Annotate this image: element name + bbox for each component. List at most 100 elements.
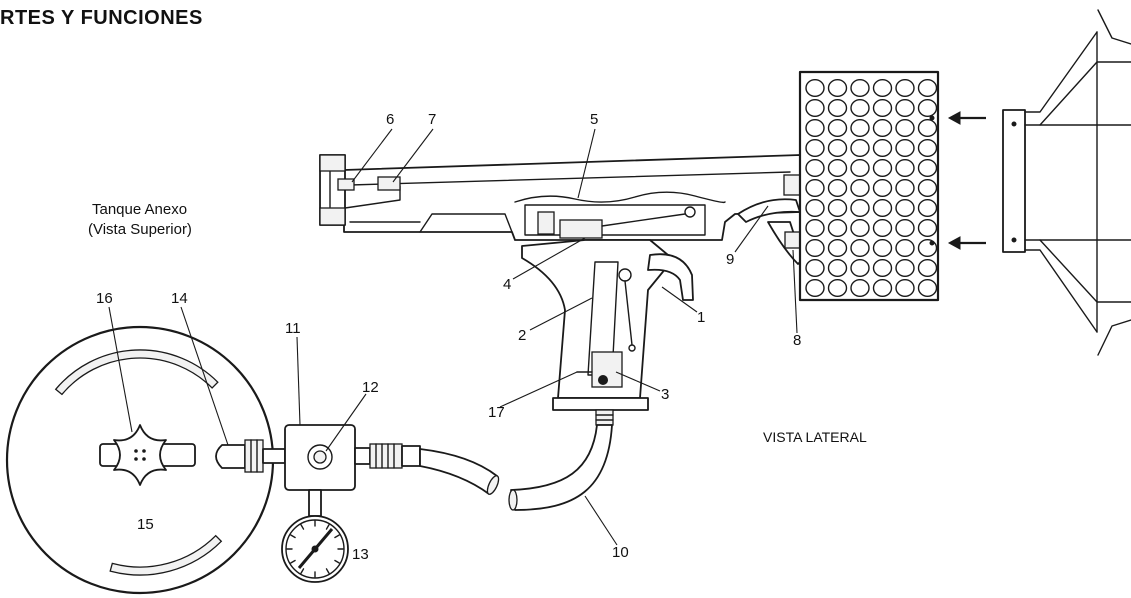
screen-hole — [805, 118, 825, 137]
screen-hole — [895, 118, 915, 137]
barrel-lower-profile — [419, 213, 513, 233]
tank-caption-view: (Vista Superior) — [88, 221, 192, 238]
callout-16: 16 — [96, 290, 113, 307]
handle-air-valve — [591, 351, 623, 388]
screen-hole — [850, 198, 870, 217]
screen-hole — [850, 279, 870, 298]
gauge-tick — [300, 524, 305, 530]
screen-hole — [805, 158, 825, 177]
screen-hole — [895, 158, 915, 177]
perforated-screen — [798, 70, 940, 302]
receiver-screw — [684, 206, 696, 218]
screen-hole — [872, 78, 893, 97]
leader-10 — [584, 495, 618, 546]
screen-hole — [917, 78, 938, 97]
funnel-bracket-screw-bottom — [1011, 237, 1017, 243]
screen-hole — [917, 259, 938, 278]
screen-hole — [827, 118, 848, 137]
screen-hole — [850, 238, 870, 257]
screen-hole — [827, 98, 848, 117]
gauge-ticks — [286, 520, 344, 578]
hose-connector — [595, 409, 614, 426]
tank-fitting-nut-lines — [250, 439, 258, 473]
screen-hole — [827, 78, 848, 97]
screen-hole — [827, 218, 848, 237]
leader-3 — [615, 371, 661, 392]
gun-grip — [521, 239, 669, 399]
screen-hole — [895, 238, 915, 257]
screen-hole — [805, 198, 825, 217]
barrel-cutaway-line — [514, 191, 726, 204]
screen-hole — [917, 118, 938, 137]
screen-hole — [872, 198, 893, 217]
screen-hole — [872, 98, 893, 117]
barrel-rear-block — [783, 174, 801, 196]
leader-14 — [180, 306, 229, 446]
tank-top-view — [5, 325, 500, 595]
gauge-stem — [308, 489, 322, 517]
screen-hole — [895, 138, 915, 157]
screen-hole — [827, 158, 848, 177]
screen-hole — [850, 158, 870, 177]
receiver-plug — [537, 211, 555, 235]
screen-hole — [872, 178, 893, 197]
funnel-frame-upper — [1024, 31, 1098, 113]
leader-17 — [499, 371, 578, 408]
screen-hole — [872, 118, 893, 137]
tank-fitting-tip — [215, 444, 246, 469]
air-cap-fitting — [377, 176, 401, 191]
tank-caption-name: Tanque Anexo — [92, 201, 187, 218]
leader-9 — [734, 205, 769, 253]
screen-hole — [850, 259, 870, 278]
leader-7 — [392, 128, 434, 183]
nozzle — [319, 154, 401, 226]
knob-dot — [134, 449, 138, 453]
screen-hole — [805, 218, 825, 237]
tank-fitting-pipe — [262, 448, 286, 464]
leader-12 — [325, 393, 367, 452]
material-lever-clip — [784, 231, 802, 249]
gauge-tick — [325, 524, 330, 530]
screen-hole — [805, 98, 825, 117]
screen-hole — [805, 238, 825, 257]
callout-12: 12 — [362, 379, 379, 396]
screen-hole — [917, 178, 938, 197]
tank-knob — [113, 424, 167, 486]
barrel-air-tube — [344, 185, 401, 209]
callout-8: 8 — [793, 332, 801, 349]
leader-6 — [351, 128, 393, 183]
gauge-tick — [334, 559, 340, 564]
screen-hole — [872, 218, 893, 237]
trigger-lever — [647, 253, 694, 301]
screen-hole — [827, 259, 848, 278]
screen-hole — [805, 138, 825, 157]
leader-8 — [792, 249, 798, 334]
airflow-arrow-top-head — [947, 111, 961, 125]
spray-gun — [319, 154, 807, 511]
screen-hole — [895, 218, 915, 237]
quick-coupler-collar — [401, 445, 421, 467]
receiver-mechanism — [524, 204, 706, 239]
screen-hole — [872, 138, 893, 157]
screen-screw-top — [929, 115, 935, 121]
trigger-spring-wire — [624, 280, 633, 346]
leader-1 — [661, 286, 698, 313]
screen-hole — [895, 78, 915, 97]
funnel-rim-top — [1097, 9, 1131, 45]
callout-4: 4 — [503, 276, 511, 293]
screen-hole — [827, 198, 848, 217]
screen-hole — [872, 238, 893, 257]
screen-hole — [850, 138, 870, 157]
leader-4 — [512, 237, 586, 280]
leader-2 — [529, 297, 593, 331]
callout-1: 1 — [697, 309, 705, 326]
barrel-inner-wall — [349, 171, 791, 186]
callout-numbers: 6 7 5 9 4 1 2 8 3 17 16 14 11 12 15 13 1… — [96, 111, 801, 563]
screen-hole — [850, 98, 870, 117]
screen-hole — [827, 238, 848, 257]
funnel-bracket-screw-top — [1011, 121, 1017, 127]
screen-hole — [850, 118, 870, 137]
screen-hole — [917, 158, 938, 177]
regulator-outlet-pipe — [354, 447, 371, 465]
gauge-tick — [300, 568, 305, 574]
